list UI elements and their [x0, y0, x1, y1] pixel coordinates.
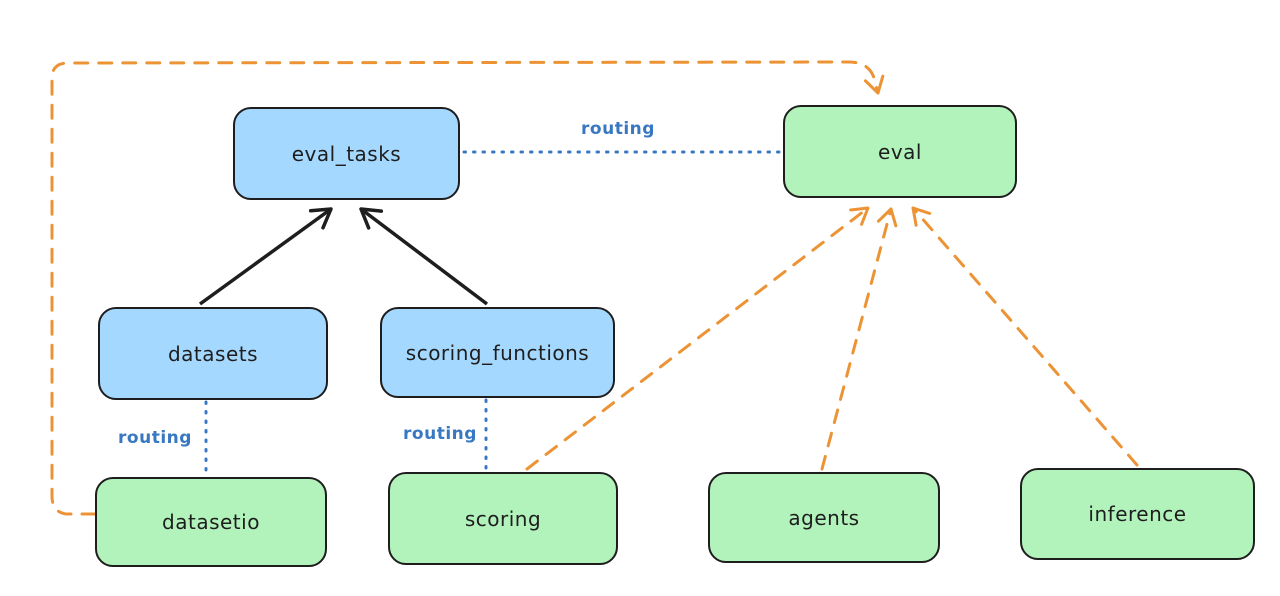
node-scoring_functions-label: scoring_functions — [405, 340, 590, 365]
node-inference-label: inference — [1088, 502, 1187, 526]
edge-label-routing-scoring: routing — [403, 424, 477, 444]
edge-agents-eval-arrow — [820, 207, 898, 471]
edge-scoring-eval-arrow — [525, 206, 870, 471]
edge-datasets-eval_tasks-arrow — [198, 207, 333, 306]
node-datasetio: datasetio — [95, 477, 327, 567]
node-datasets-label: datasets — [167, 341, 259, 366]
node-agents-label: agents — [788, 505, 860, 530]
edge-label-routing-datasetio: routing — [118, 428, 192, 448]
node-scoring-label: scoring — [464, 506, 542, 531]
node-datasets: datasets — [98, 307, 328, 400]
edge-scoring_functions-eval_tasks-arrow — [359, 207, 489, 306]
node-agents: agents — [708, 472, 940, 563]
node-eval_tasks-label: eval_tasks — [291, 141, 402, 166]
node-scoring: scoring — [388, 472, 618, 565]
node-datasetio-label: datasetio — [162, 510, 260, 534]
edge-inference-eval-arrow — [911, 206, 1139, 467]
node-inference: inference — [1020, 468, 1255, 560]
node-scoring_functions: scoring_functions — [380, 307, 615, 398]
edge-datasetio-eval-arrow — [50, 60, 885, 516]
node-eval-label: eval — [878, 139, 922, 164]
node-eval_tasks: eval_tasks — [233, 107, 460, 200]
edge-label-routing-eval: routing — [581, 119, 655, 139]
node-eval: eval — [783, 105, 1017, 198]
